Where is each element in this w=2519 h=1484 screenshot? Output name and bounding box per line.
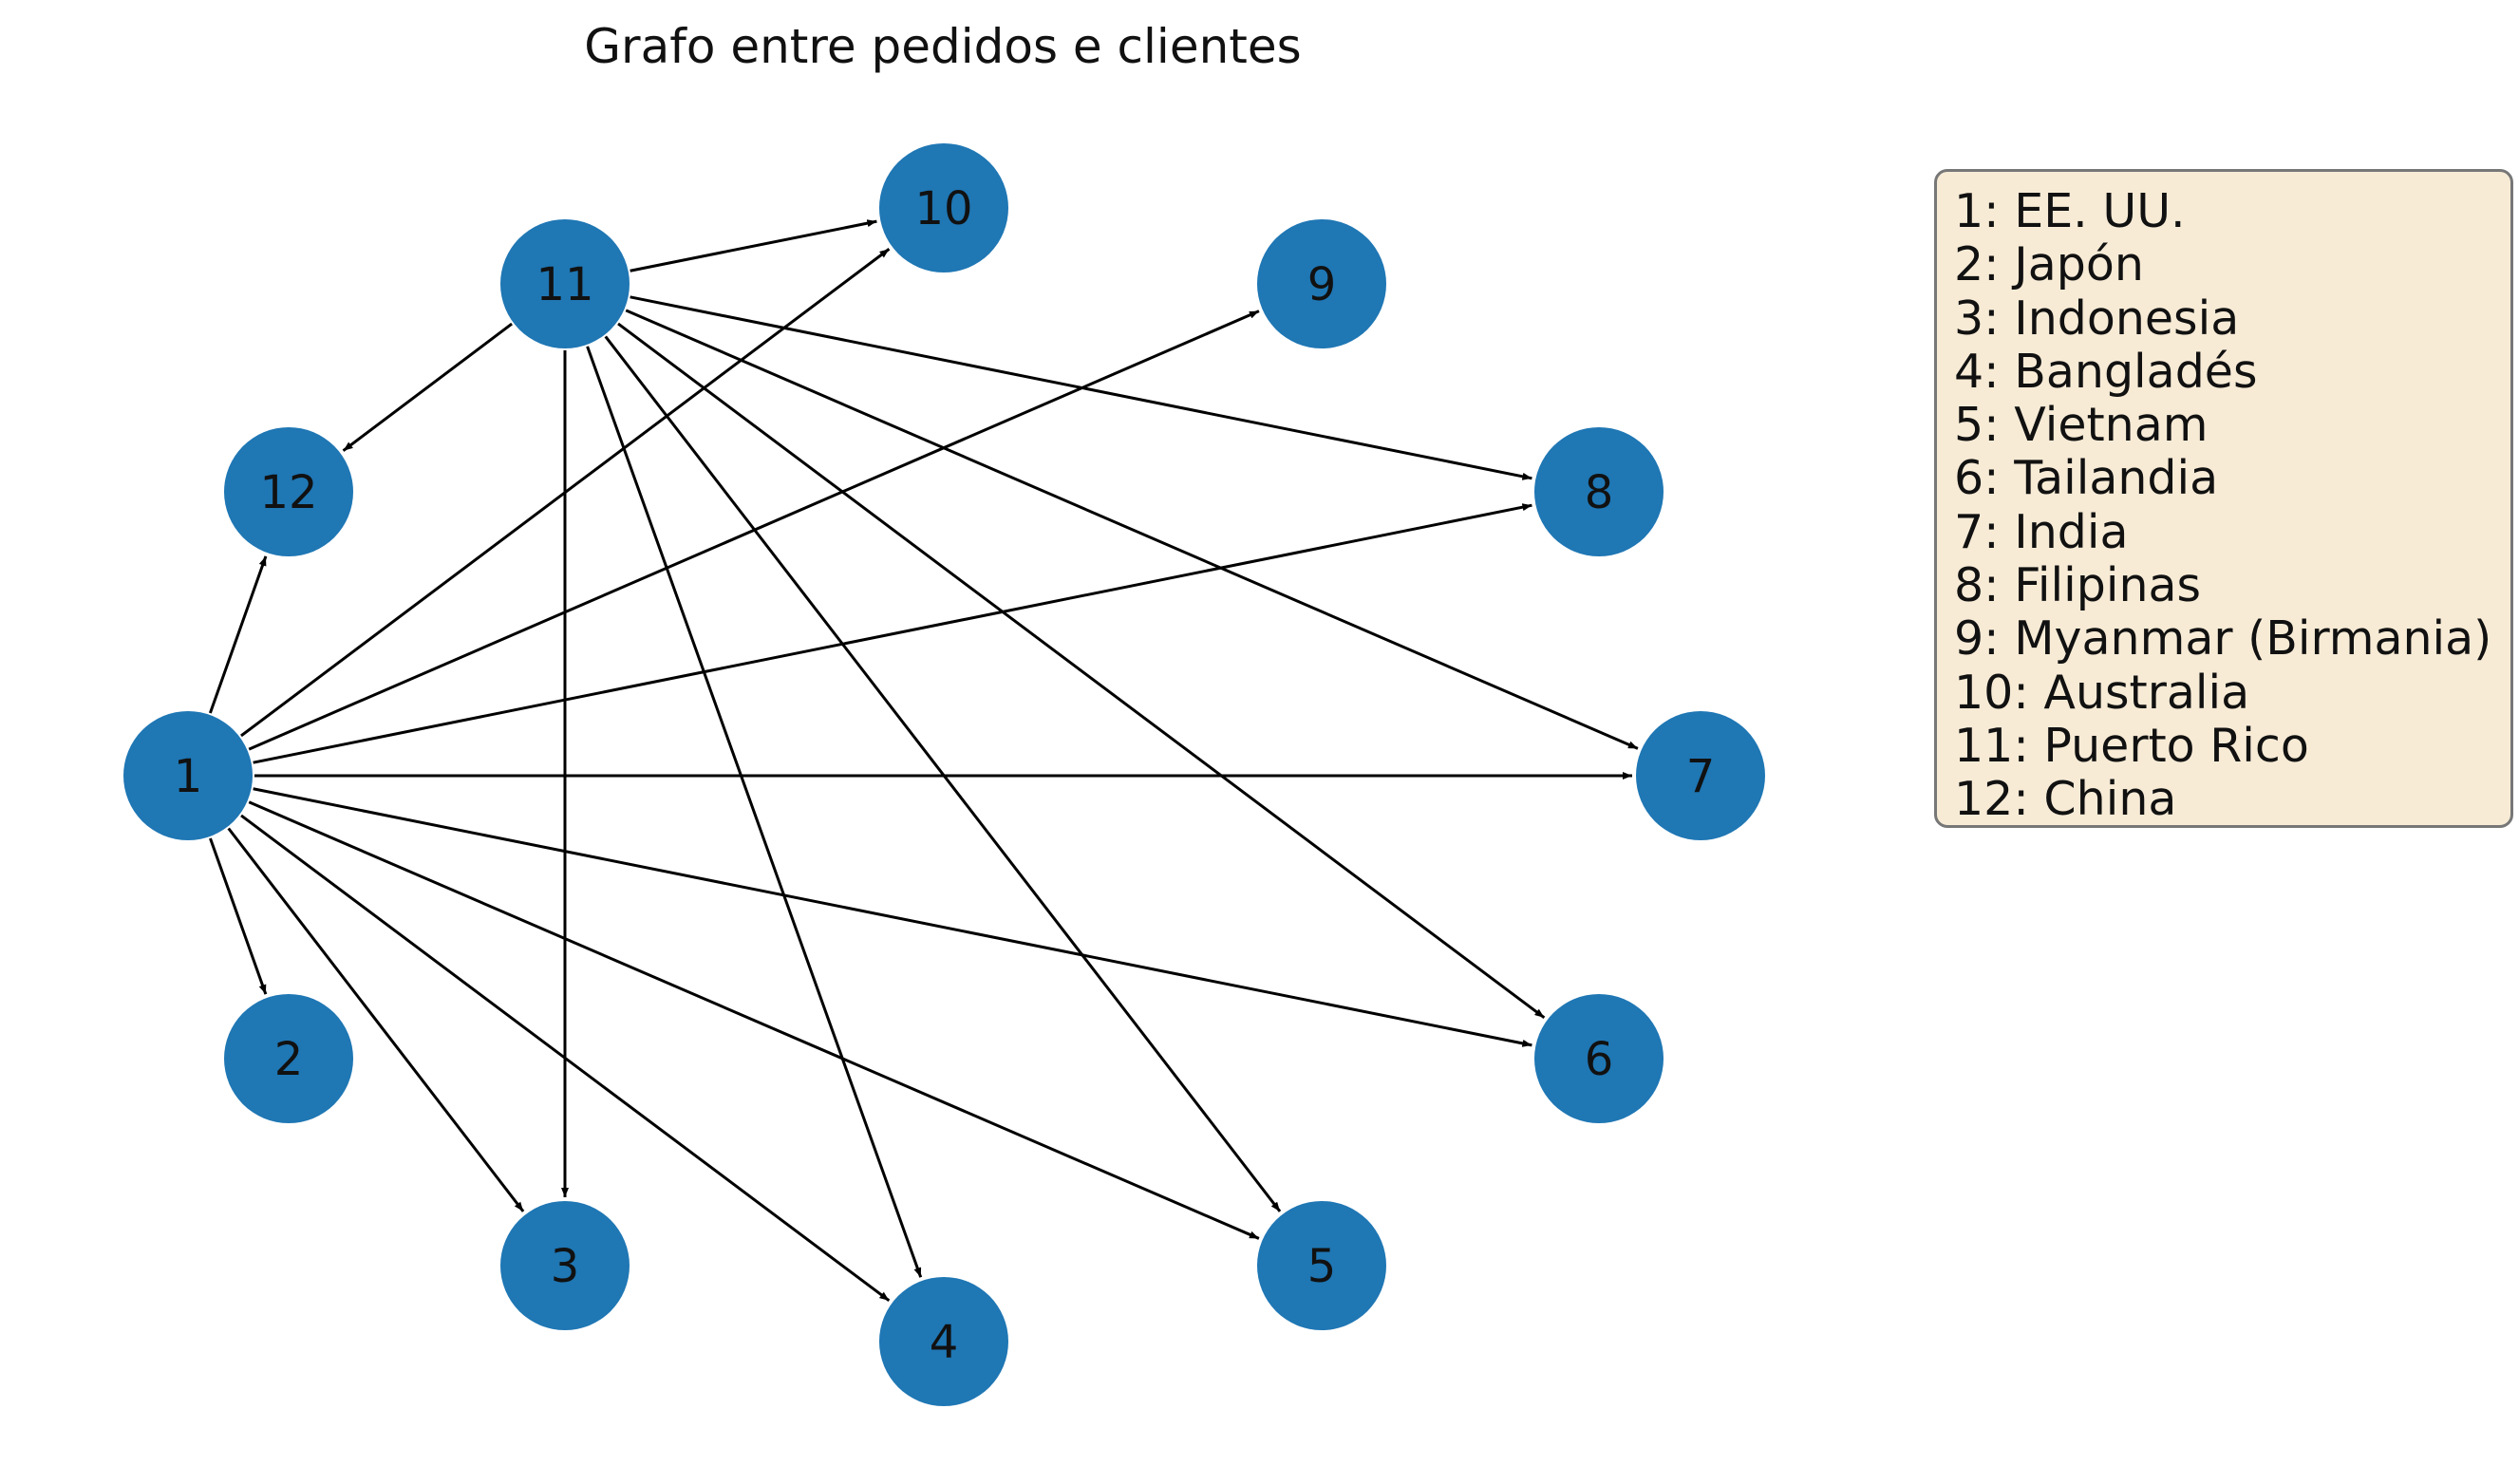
edge-11-to-5 [604,335,1282,1212]
node-11: 11 [500,219,630,348]
node-2: 2 [224,994,353,1123]
legend-entry-9: 9: Myanmar (Birmania) [1954,611,2492,667]
node-label-1: 1 [174,750,203,803]
node-label-3: 3 [551,1240,580,1293]
edge-11-to-10 [630,219,877,272]
node-label-5: 5 [1307,1240,1337,1293]
edge-1-to-5 [248,800,1260,1240]
node-label-2: 2 [274,1033,304,1086]
node-circle-7 [1636,711,1765,840]
legend-box: 1: EE. UU. 2: Japón 3: Indonesia 4: Bang… [1934,169,2513,828]
edge-1-to-6 [253,787,1532,1047]
node-circle-4 [879,1277,1008,1406]
node-label-8: 8 [1585,466,1614,519]
node-circle-11 [500,219,630,348]
node-circle-3 [500,1201,630,1330]
node-circle-10 [879,143,1008,272]
edge-11-to-8 [630,295,1532,480]
legend-entry-11: 11: Puerto Rico [1954,718,2309,773]
edge-11-to-12 [342,322,513,452]
legend-entry-6: 6: Tailandia [1954,451,2219,506]
node-label-11: 11 [536,258,593,311]
legend-entry-4: 4: Bangladés [1954,344,2258,399]
node-circle-9 [1257,219,1386,348]
legend-entry-12: 12: China [1954,772,2177,827]
node-circle-8 [1534,427,1664,556]
node-circle-1 [123,711,253,840]
node-6: 6 [1534,994,1664,1123]
edge-1-to-3 [227,827,525,1212]
legend-entry-8: 8: Filipinas [1954,558,2202,613]
legend-entry-5: 5: Vietnam [1954,398,2209,453]
node-12: 12 [224,427,353,556]
node-circle-6 [1534,994,1664,1123]
node-label-12: 12 [259,466,317,519]
edge-1-to-12 [208,555,268,714]
legend-entry-3: 3: Indonesia [1954,291,2240,346]
node-label-6: 6 [1585,1033,1614,1086]
node-circle-5 [1257,1201,1386,1330]
node-3: 3 [500,1201,630,1330]
node-10: 10 [879,143,1008,272]
node-label-10: 10 [914,182,972,235]
edge-11-to-6 [617,322,1546,1020]
legend-entry-10: 10: Australia [1954,665,2250,720]
node-label-9: 9 [1307,258,1337,311]
edges-layer [208,219,1639,1303]
edge-11-to-7 [625,309,1639,750]
node-label-7: 7 [1686,750,1716,803]
node-circle-2 [224,994,353,1123]
node-9: 9 [1257,219,1386,348]
node-7: 7 [1636,711,1765,840]
edge-1-to-2 [209,837,268,995]
node-label-4: 4 [930,1316,959,1369]
node-5: 5 [1257,1201,1386,1330]
node-8: 8 [1534,427,1664,556]
legend-entry-2: 2: Japón [1954,237,2144,292]
node-circle-12 [224,427,353,556]
node-1: 1 [123,711,253,840]
legend-entry-7: 7: India [1954,504,2129,559]
graph-title: Grafo entre pedidos e clientes [584,19,1301,74]
edge-1-to-8 [253,503,1532,764]
node-4: 4 [879,1277,1008,1406]
edge-11-to-4 [586,346,923,1278]
legend-entry-1: 1: EE. UU. [1954,184,2186,238]
